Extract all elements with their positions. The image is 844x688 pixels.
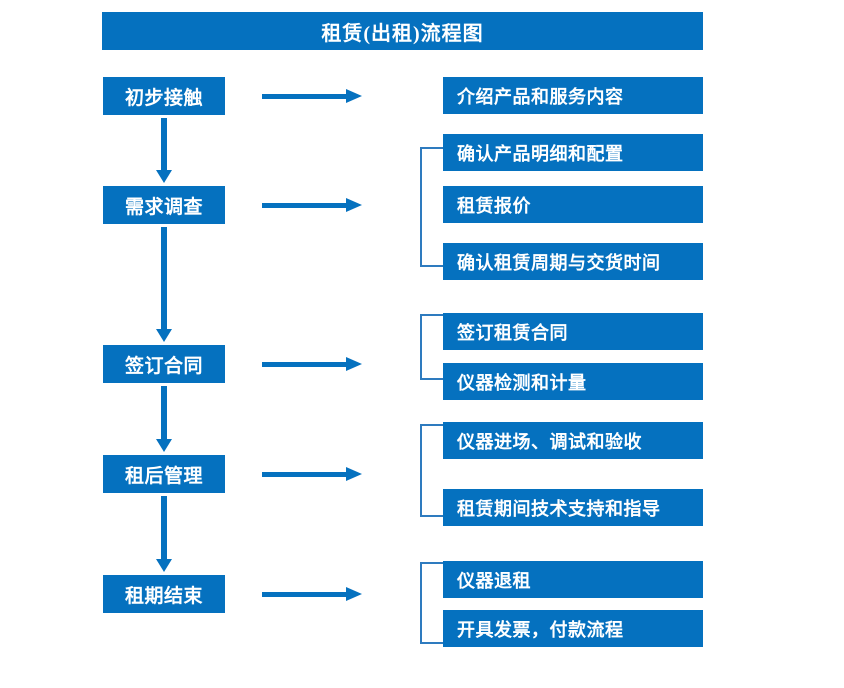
stage-box-4[interactable]: 租后管理: [103, 455, 225, 493]
stage-arrow-right-2: [262, 197, 362, 213]
detail-box-7[interactable]: 仪器进场、调试和验收: [443, 422, 703, 459]
detail-box-8[interactable]: 租赁期间技术支持和指导: [443, 489, 703, 526]
detail-box-10[interactable]: 开具发票，付款流程: [443, 610, 703, 647]
group-bracket-2: [420, 314, 443, 380]
detail-box-4[interactable]: 确认租赁周期与交货时间: [443, 243, 703, 280]
stage-box-1[interactable]: 初步接触: [103, 77, 225, 115]
group-bracket-1: [420, 147, 443, 267]
flow-arrow-down-2: [156, 227, 172, 342]
flow-arrow-down-1: [156, 118, 172, 183]
detail-box-6[interactable]: 仪器检测和计量: [443, 363, 703, 400]
stage-arrow-right-5: [262, 586, 362, 602]
stage-box-2[interactable]: 需求调查: [103, 186, 225, 224]
stage-arrow-right-4: [262, 466, 362, 482]
detail-box-2[interactable]: 确认产品明细和配置: [443, 134, 703, 171]
stage-arrow-right-1: [262, 88, 362, 104]
flow-arrow-down-3: [156, 386, 172, 452]
detail-box-3[interactable]: 租赁报价: [443, 186, 703, 223]
stage-box-3[interactable]: 签订合同: [103, 345, 225, 383]
flow-arrow-down-4: [156, 496, 172, 572]
group-bracket-4: [420, 562, 443, 644]
diagram-title: 租赁(出租)流程图: [102, 12, 703, 50]
detail-box-9[interactable]: 仪器退租: [443, 561, 703, 598]
stage-box-5[interactable]: 租期结束: [103, 575, 225, 613]
group-bracket-3: [420, 424, 443, 517]
detail-box-1[interactable]: 介绍产品和服务内容: [443, 77, 703, 114]
stage-arrow-right-3: [262, 356, 362, 372]
detail-box-5[interactable]: 签订租赁合同: [443, 313, 703, 350]
